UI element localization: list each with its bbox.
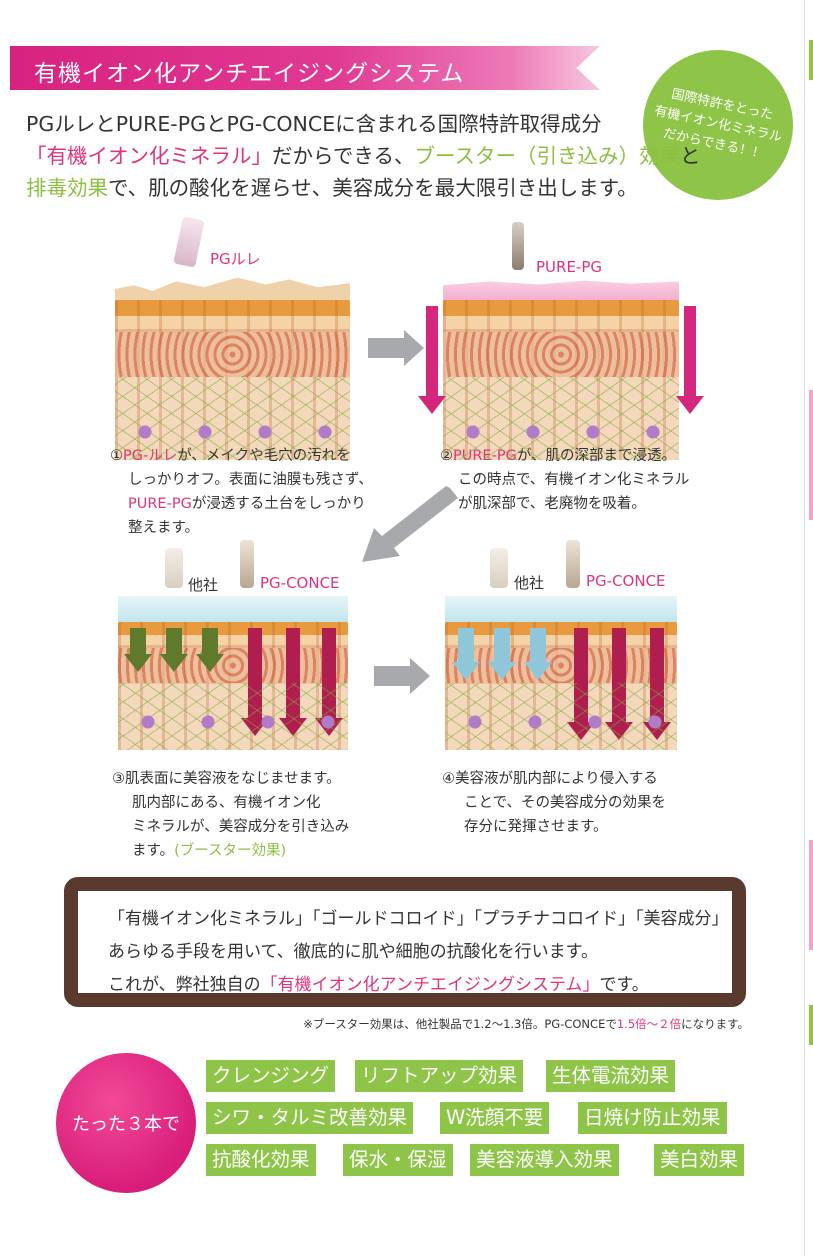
step3-green-arrow-3 bbox=[196, 628, 224, 672]
other-brand-bottle bbox=[165, 548, 183, 588]
step3-caption: ③肌表面に美容液をなじませます。 肌内部にある、有機イオン化 ミネラルが、美容成… bbox=[112, 767, 349, 863]
step2-cells bbox=[443, 412, 679, 452]
intro-line-1: PGルレとPURE-PGとPG-CONCEに含まれる国際特許取得成分 bbox=[26, 112, 602, 136]
benefit-tag: 日焼け防止効果 bbox=[578, 1102, 727, 1134]
note-text: ※ブースター効果は、他社製品で1.2～1.3倍。PG-CONCEで bbox=[303, 1017, 617, 1031]
title-banner: 有機イオン化アンチエイジングシステム bbox=[10, 46, 600, 90]
step3-product-label: PG-CONCE bbox=[260, 574, 340, 592]
step3-hl: (ブースター効果) bbox=[174, 843, 287, 859]
summary-line3-a: これが、弊社独自の bbox=[108, 975, 261, 995]
intro-end: と bbox=[679, 144, 701, 168]
summary-line-1: 「有機イオン化ミネラル」「ゴールドコロイド」「プラチナコロイド」「美容成分」 bbox=[108, 909, 729, 929]
circle-text: たった３本で bbox=[72, 1114, 180, 1135]
benefit-tag: シワ・タルミ改善効果 bbox=[206, 1102, 414, 1134]
intro-hl-detox: 排毒効果 bbox=[26, 176, 108, 200]
step4-other-label: 他社 bbox=[514, 574, 545, 592]
step2-text-c: が肌深部で、老廃物を吸着。 bbox=[458, 496, 646, 512]
step2-text-b: この時点で、有機イオン化ミネラル bbox=[458, 472, 690, 488]
pg-rure-tube bbox=[173, 216, 205, 268]
step4-text-c: 存分に発揮させます。 bbox=[464, 819, 608, 835]
step3-green-arrow-1 bbox=[124, 628, 152, 672]
pg-conce-bottle-2 bbox=[566, 540, 580, 588]
benefit-tag: クレンジング bbox=[206, 1060, 336, 1092]
step2-right-arrow bbox=[676, 306, 704, 414]
step3-text-a: ③肌表面に美容液をなじませます。 bbox=[112, 771, 341, 787]
step1-skin-illustration bbox=[115, 300, 350, 460]
patent-badge: 国際特許をとった 有機イオン化ミネラル だからできる！！ bbox=[643, 50, 793, 200]
summary-line-3: これが、弊社独自の「有機イオン化アンチエイジングシステム」です。 bbox=[108, 969, 729, 1002]
benefit-tag: W洗顔不要 bbox=[440, 1102, 550, 1134]
page-title: 有機イオン化アンチエイジングシステム bbox=[34, 61, 465, 87]
step1-hl2: PURE-PG bbox=[128, 496, 192, 512]
benefit-tag: 美白効果 bbox=[654, 1144, 745, 1176]
step4-caption: ④美容液が肌内部により侵入する ことで、その美容成分の効果を 存分に発揮させます… bbox=[442, 767, 666, 839]
step3-other-label: 他社 bbox=[188, 576, 219, 594]
pg-conce-bottle bbox=[240, 540, 254, 588]
step4-text-b: ことで、その美容成分の効果を bbox=[464, 795, 666, 811]
step2-product-label: PURE-PG bbox=[536, 258, 603, 276]
step3-text-d: ます。 bbox=[132, 843, 175, 859]
pure-pg-bottle bbox=[512, 222, 524, 270]
step1-product-label: PGルレ bbox=[210, 250, 261, 268]
step3-skin-illustration bbox=[118, 622, 348, 750]
benefit-tag: 美容液導入効果 bbox=[470, 1144, 619, 1176]
summary-line-2: あらゆる手段を用いて、徹底的に肌や細胞の抗酸化を行います。 bbox=[108, 942, 598, 962]
step1-text-b: しっかりオフ。表面に油膜も残さず、 bbox=[128, 472, 373, 488]
edge-tab-green bbox=[809, 40, 813, 80]
intro-rest: で、肌の酸化を遅らせ、美容成分を最大限引き出します。 bbox=[108, 176, 638, 200]
step1-caption-line3: PURE-PGが浸透する土台をしっかり bbox=[110, 492, 373, 516]
page-edge-line bbox=[804, 0, 805, 1256]
step3-skin-top bbox=[118, 596, 348, 624]
booster-note: ※ブースター効果は、他社製品で1.2～1.3倍。PG-CONCEで1.5倍～２倍… bbox=[303, 1016, 749, 1032]
step2-left-arrow bbox=[418, 306, 446, 414]
step1-text-d: 整えます。 bbox=[128, 520, 200, 536]
edge-tab-pink bbox=[809, 390, 813, 520]
step4-skin-illustration bbox=[445, 622, 677, 750]
step4-cells bbox=[445, 702, 677, 742]
benefit-tag: 抗酸化効果 bbox=[206, 1144, 316, 1176]
step4-product-label: PG-CONCE bbox=[586, 572, 666, 590]
edge-tab-green-2 bbox=[809, 1005, 813, 1045]
arrow-step1-to-step2 bbox=[368, 330, 424, 366]
step4-skin-top bbox=[445, 596, 677, 624]
benefit-tag: 保水・保湿 bbox=[343, 1144, 453, 1176]
intro-line-2: 「有機イオン化ミネラル」だからできる、ブースター（引き込み）効果と bbox=[26, 140, 700, 172]
benefit-tag: リフトアップ効果 bbox=[355, 1060, 524, 1092]
step3-text-c: ミネラルが、美容成分を引き込み bbox=[132, 819, 350, 835]
arrow-step3-to-step4 bbox=[374, 658, 430, 694]
edge-tab-pink-2 bbox=[809, 840, 813, 950]
step3-caption-line4: ます。(ブースター効果) bbox=[112, 839, 349, 863]
intro-text: PGルレとPURE-PGとPG-CONCEに含まれる国際特許取得成分 「有機イオ… bbox=[26, 108, 700, 204]
intro-line-3: 排毒効果で、肌の酸化を遅らせ、美容成分を最大限引き出します。 bbox=[26, 172, 700, 204]
intro-hl-mineral: 「有機イオン化ミネラル」 bbox=[26, 144, 272, 168]
three-products-circle: たった３本で bbox=[56, 1053, 196, 1193]
step4-blue-arrow-2 bbox=[488, 628, 516, 680]
arrow-step2-to-step3 bbox=[362, 486, 458, 562]
step2-skin-illustration bbox=[443, 300, 679, 460]
step3-cells bbox=[118, 702, 348, 742]
benefit-tag: 生体電流効果 bbox=[546, 1060, 676, 1092]
step1-text-c: が浸透する土台をしっかり bbox=[191, 496, 366, 512]
step1-cells bbox=[115, 412, 350, 452]
intro-hl-booster: ブースター（引き込み）効果 bbox=[414, 144, 680, 168]
step4-blue-arrow-3 bbox=[524, 628, 552, 680]
step3-text-b: 肌内部にある、有機イオン化 bbox=[132, 795, 321, 811]
intro-mid: だからできる、 bbox=[272, 144, 415, 168]
step4-text-a: ④美容液が肌内部により侵入する bbox=[442, 771, 658, 787]
step4-blue-arrow-1 bbox=[452, 628, 480, 680]
summary-text: 「有機イオン化ミネラル」「ゴールドコロイド」「プラチナコロイド」「美容成分」 あ… bbox=[108, 903, 729, 1002]
summary-line3-hl: 「有機イオン化アンチエイジングシステム」 bbox=[260, 975, 600, 995]
note-hl: 1.5倍～２倍 bbox=[616, 1017, 682, 1031]
other-brand-bottle-2 bbox=[490, 548, 508, 588]
summary-line3-b: です。 bbox=[599, 975, 649, 995]
note-end: になります。 bbox=[681, 1017, 749, 1031]
summary-box: 「有機イオン化ミネラル」「ゴールドコロイド」「プラチナコロイド」「美容成分」 あ… bbox=[64, 877, 746, 1007]
step3-green-arrow-2 bbox=[160, 628, 188, 672]
